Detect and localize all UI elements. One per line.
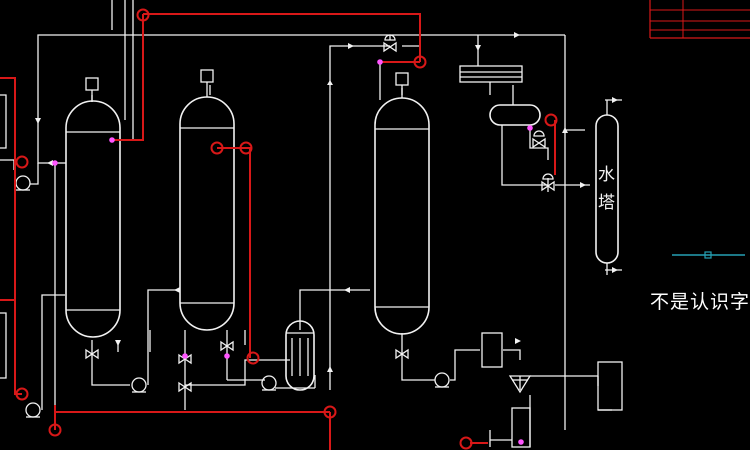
valve-col1-bottom [85,348,99,360]
pump-2 [25,402,41,418]
instrument-taps [52,59,533,445]
heat-exchanger [285,320,315,391]
signal-lines [0,13,556,450]
pump-5 [434,372,450,388]
condenser [459,65,523,83]
water-tower-label-2: 塔 [598,193,615,213]
caption-text: 不是认识字 [650,291,750,313]
valve-col2-bottom-a [220,340,234,352]
valves [85,34,555,393]
title-block [649,0,750,39]
bottom-right-equipment [481,332,623,448]
process-lines [0,0,622,447]
column-3 [374,72,430,335]
valve-col2-bottom-c [178,381,192,393]
valve-col3-bottom [395,348,409,360]
left-partial-equipment [0,94,7,379]
valve-drum-control [532,130,546,149]
pump-3 [131,377,147,393]
valve-col2-bottom-b [178,353,192,365]
valve-drum-outlet [541,173,555,192]
column-2 [179,69,235,331]
pump-4 [261,375,277,391]
reflux-drum [489,104,541,126]
valve-top-control [383,34,397,53]
title-block-area [650,0,750,38]
cyan-line [672,251,745,259]
pumps [15,175,450,418]
water-tower-label-1: 水 [598,165,615,185]
pump-1 [15,175,31,191]
instrument-balloons [15,8,558,450]
water-tower: 水 塔 [595,100,619,275]
column-1 [65,77,121,338]
